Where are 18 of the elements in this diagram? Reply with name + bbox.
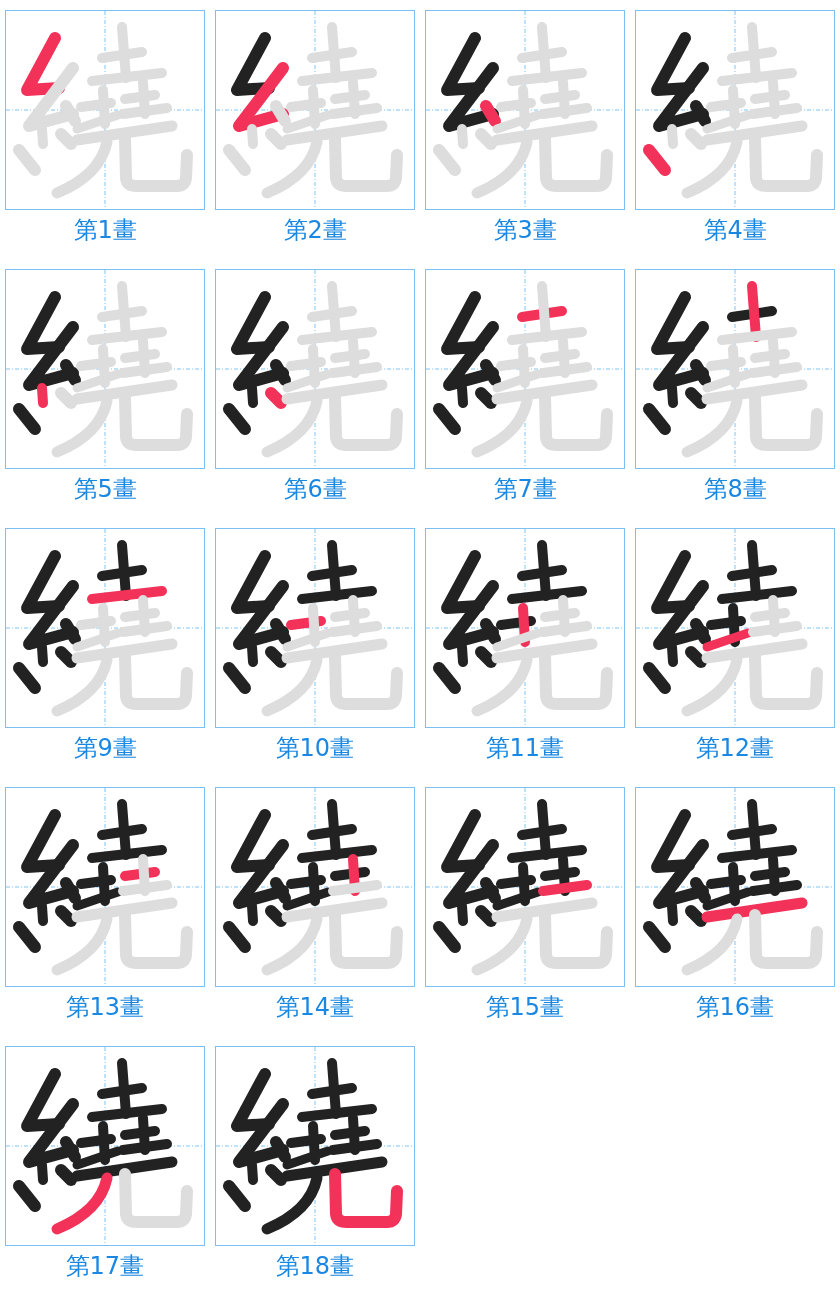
stroke-number-caption: 第17畫 xyxy=(65,1251,145,1281)
stroke-number-caption: 第9畫 xyxy=(73,733,137,763)
stroke-number-caption: 第7畫 xyxy=(493,474,557,504)
stroke-number-caption: 第11畫 xyxy=(485,733,565,763)
stroke-number-caption: 第15畫 xyxy=(485,992,565,1022)
stroke-number-caption: 第16畫 xyxy=(695,992,775,1022)
stroke-number-caption: 第6畫 xyxy=(283,474,347,504)
stroke-number-caption: 第3畫 xyxy=(493,215,557,245)
stroke-number-caption: 第1畫 xyxy=(73,215,137,245)
stroke-number-caption: 第12畫 xyxy=(695,733,775,763)
stroke-number-caption: 第14畫 xyxy=(275,992,355,1022)
stroke-number-caption: 第18畫 xyxy=(275,1251,355,1281)
stroke-number-caption: 第13畫 xyxy=(65,992,145,1022)
stroke-number-caption: 第10畫 xyxy=(275,733,355,763)
stroke-number-caption: 第8畫 xyxy=(703,474,767,504)
stroke-number-caption: 第4畫 xyxy=(703,215,767,245)
stroke-number-caption: 第2畫 xyxy=(283,215,347,245)
stroke-number-caption: 第5畫 xyxy=(73,474,137,504)
